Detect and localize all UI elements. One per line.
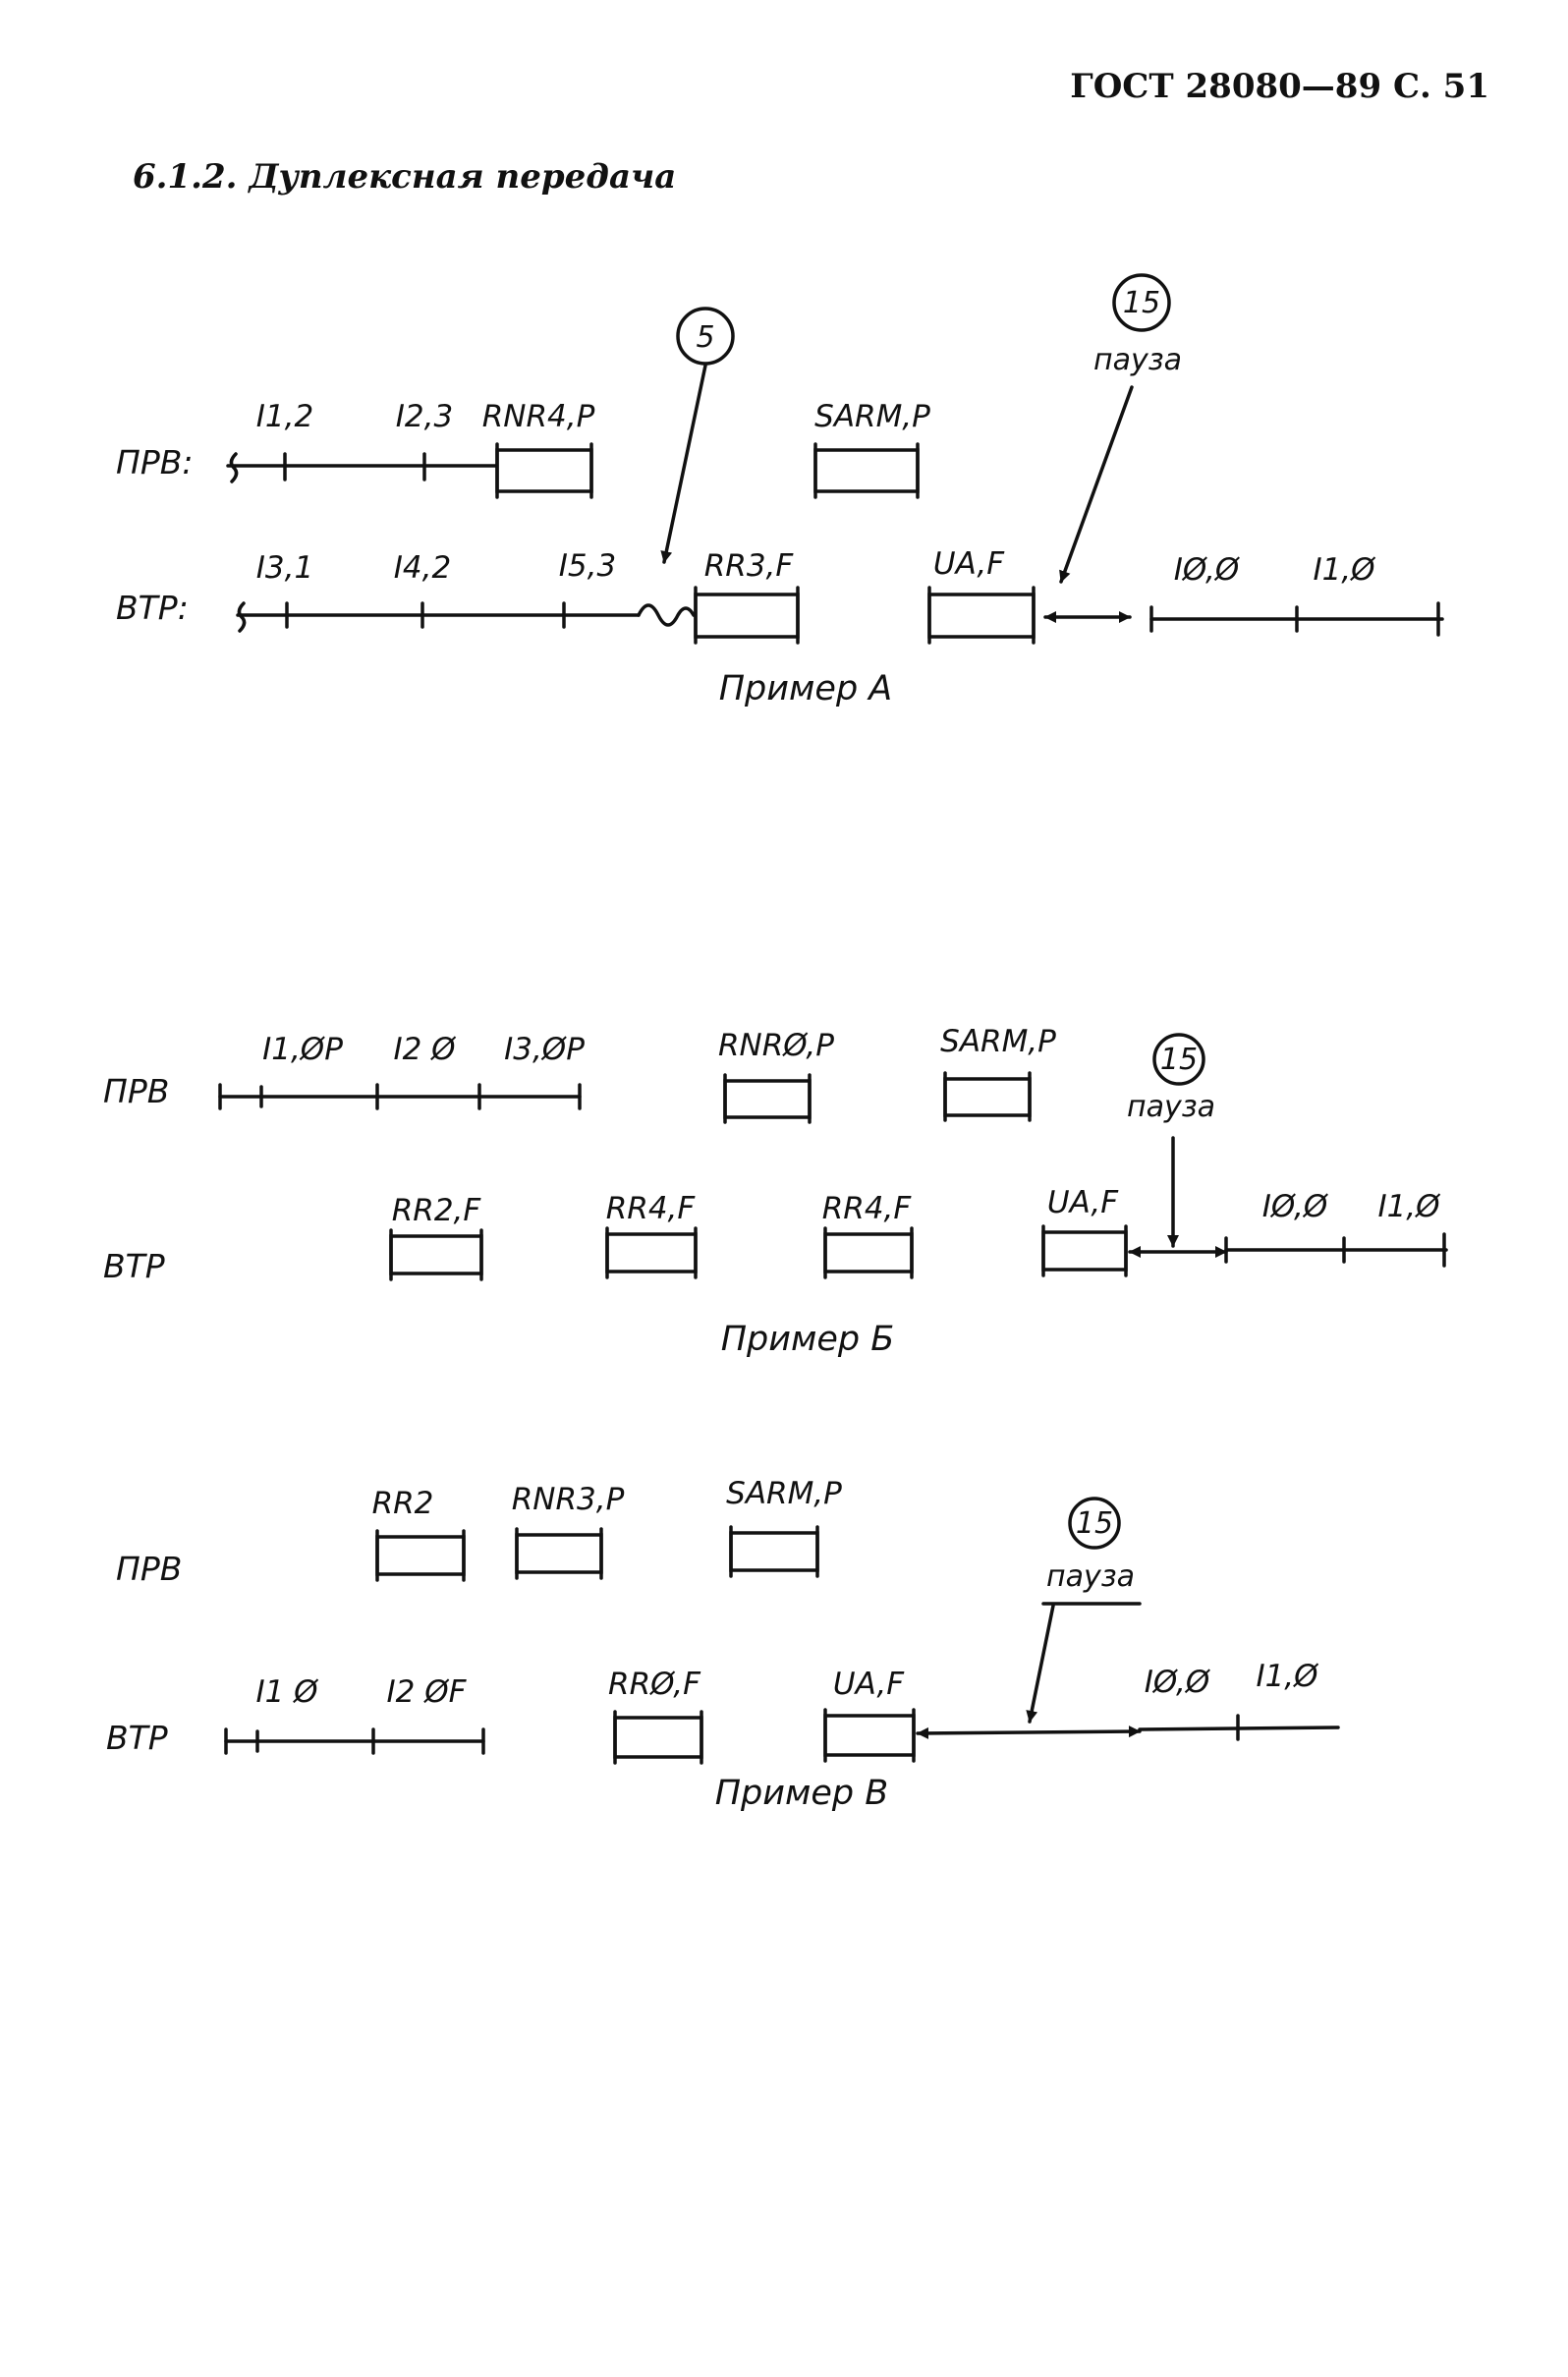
frame-box — [1041, 1230, 1128, 1272]
frame-box — [729, 1531, 819, 1572]
frame-label: I2,3 — [396, 399, 453, 434]
frame-box — [515, 1533, 603, 1574]
frame-label: UA,F — [833, 1667, 905, 1702]
example-caption: Пример А — [719, 669, 893, 708]
pointer-arrow — [1059, 385, 1134, 584]
example-a: ПРВ: ВТР: — [116, 273, 1444, 645]
frame-label: RR2,F — [392, 1193, 482, 1228]
frame-box — [823, 1714, 916, 1757]
frame-label: I1,Ø — [1313, 552, 1376, 588]
frame-label: IØ,Ø — [1262, 1189, 1329, 1224]
section-title: 6.1.2. Дуплексная передача — [133, 157, 677, 197]
row-label-bottom: ВТР — [103, 1247, 165, 1285]
frame-label: RNRØ,P — [718, 1028, 834, 1063]
example-caption: Пример В — [715, 1774, 889, 1813]
frame-box — [375, 1535, 466, 1576]
frame-label: RNR3,P — [512, 1482, 625, 1517]
marker-circle — [1068, 1497, 1121, 1550]
frame-label: SARM,P — [726, 1476, 842, 1511]
frame-label: I1,Ø — [1256, 1659, 1319, 1694]
frame-label: I1,ØP — [262, 1032, 343, 1067]
marker-circle — [676, 307, 735, 366]
frame-label: SARM,P — [940, 1024, 1056, 1059]
page-header: ГОСТ 28080—89 С. 51 — [1070, 67, 1489, 106]
example-c: ПРВ ВТР — [106, 1497, 1340, 1765]
frame-box — [823, 1232, 914, 1273]
frame-label: RR4,F — [606, 1191, 697, 1226]
line-start-squiggle — [229, 452, 239, 483]
frame-label: RR3,F — [704, 548, 795, 584]
frame-label: RRØ,F — [608, 1667, 701, 1702]
row-label-top: ПРВ — [103, 1072, 169, 1110]
frame-box — [943, 1077, 1032, 1117]
pointer-arrow — [660, 364, 707, 564]
row-label-top: ПРВ — [116, 1550, 182, 1588]
frame-box — [813, 448, 920, 493]
frame-box — [495, 448, 593, 493]
frame-label: I5,3 — [559, 548, 616, 584]
marker-circle — [1152, 1033, 1205, 1086]
marker-circle — [1112, 273, 1171, 332]
example-b: ПРВ ВТР — [103, 1033, 1448, 1285]
frame-label: I4,2 — [394, 550, 451, 586]
line-start-squiggle — [237, 601, 247, 633]
frame-label: I1 Ø — [255, 1674, 319, 1710]
pause-double-arrow — [916, 1726, 1142, 1739]
pointer-arrow — [1026, 1604, 1055, 1724]
frame-label: I3,ØP — [504, 1032, 585, 1067]
frame-label: I3,1 — [256, 550, 313, 586]
marker-number: 15 — [1076, 1506, 1113, 1541]
row-label-bottom: ВТР: — [116, 589, 189, 627]
marker-number: 15 — [1123, 286, 1160, 320]
marker-number: 5 — [696, 320, 714, 355]
frame-box — [389, 1234, 483, 1275]
frame-label: SARM,P — [814, 399, 930, 434]
frame-box — [927, 593, 1036, 639]
marker-text: пауза — [1046, 1559, 1135, 1594]
frame-box — [605, 1232, 698, 1273]
frame-label: RR4,F — [822, 1191, 913, 1226]
frame-box — [694, 593, 800, 639]
frame-label: I2 ØF — [387, 1674, 468, 1710]
frame-label: RR2 — [372, 1486, 434, 1521]
frame-box — [613, 1716, 703, 1759]
row-label-top: ПРВ: — [116, 443, 193, 481]
frame-label: IØ,Ø — [1174, 552, 1241, 588]
frame-label: IØ,Ø — [1145, 1665, 1211, 1700]
wavy-segment — [637, 603, 696, 627]
example-caption: Пример Б — [721, 1320, 895, 1359]
frame-box — [723, 1079, 812, 1119]
frame-label: UA,F — [1047, 1185, 1119, 1220]
marker-text: пауза — [1093, 343, 1182, 377]
frame-label: I1,Ø — [1377, 1189, 1441, 1224]
marker-number: 15 — [1160, 1043, 1198, 1077]
row-label-bottom: ВТР — [106, 1719, 168, 1757]
frame-label: I2 Ø — [393, 1032, 457, 1067]
marker-text: пауза — [1127, 1090, 1215, 1124]
frame-label: UA,F — [933, 546, 1005, 582]
frame-label: I1,2 — [256, 399, 313, 434]
frame-label: RNR4,P — [482, 399, 595, 434]
